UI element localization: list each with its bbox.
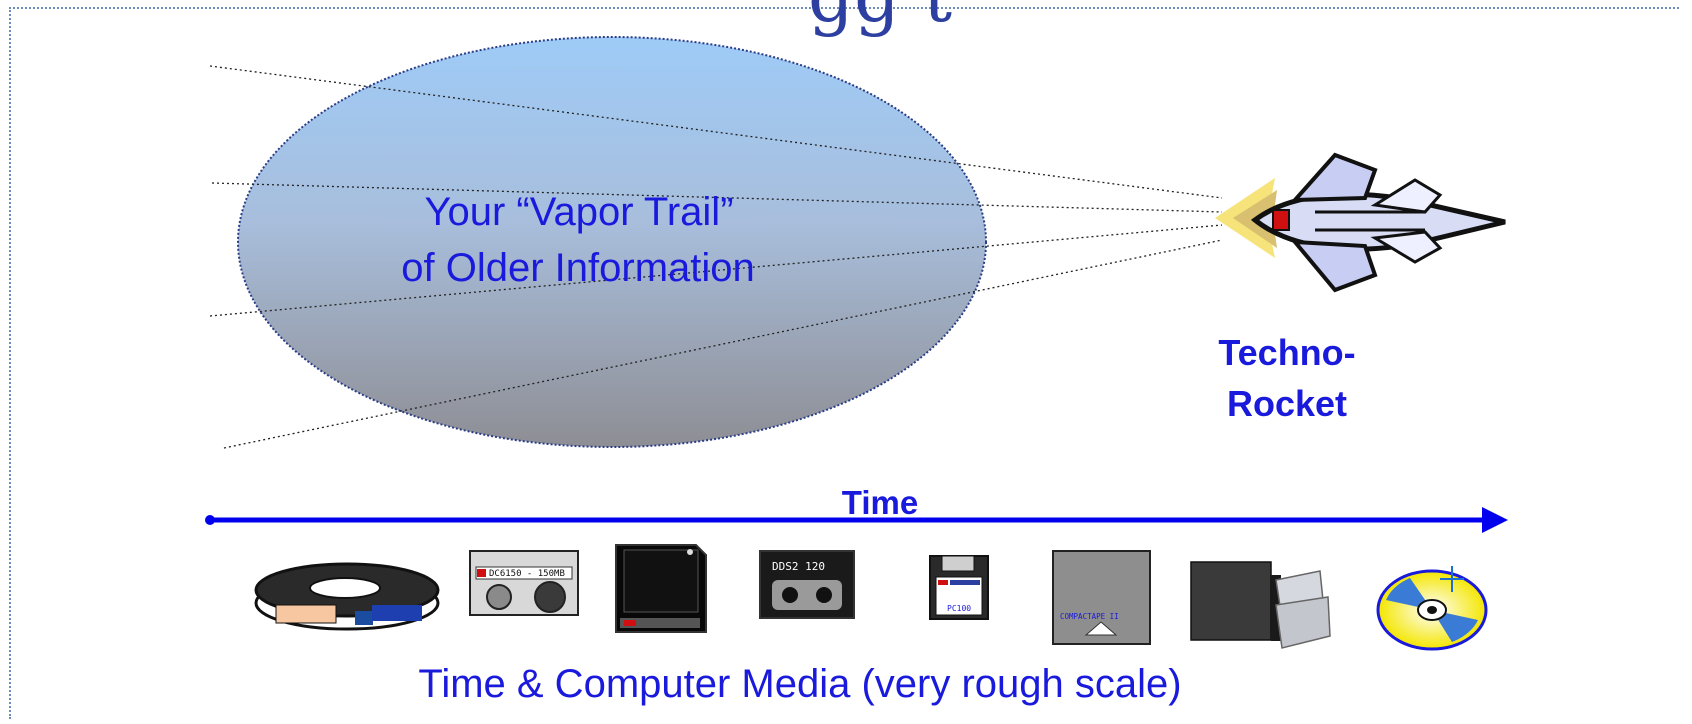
tape-library-icon [1188, 540, 1331, 649]
rocket-label-line-2: Rocket [1226, 383, 1348, 424]
rocket-label-line-1: Techno- [1218, 332, 1356, 373]
time-arrow-head [1482, 507, 1508, 533]
slide-frame [9, 7, 1679, 719]
trail-line-3 [209, 224, 1223, 317]
trail-line-2 [211, 182, 1223, 213]
data-cassette-label: DDS2 120 [772, 560, 825, 573]
open-reel-tape-icon [254, 562, 440, 631]
vapor-trail-line-2: of Older Information [401, 246, 755, 290]
trail-lines [209, 65, 1223, 449]
compact-disc-icon [1376, 566, 1488, 651]
vapor-trail-line-1: Your “Vapor Trail” [424, 190, 734, 234]
time-axis [205, 507, 1508, 533]
rocket-icon [1215, 152, 1506, 293]
compactape-cartridge-label: COMPACTAPE II [1060, 612, 1119, 621]
tape-cartridge-label: DC6150 - 150MB [489, 569, 565, 579]
trail-line-1 [209, 65, 1223, 199]
tape-cartridge-icon: DC6150 - 150MB [469, 550, 579, 616]
black-cartridge-icon [615, 544, 707, 633]
time-axis-label: Time [841, 484, 919, 521]
floppy-disk-icon: PC100 [929, 555, 989, 620]
media-caption: Time & Computer Media (very rough scale) [418, 662, 1182, 706]
vapor-trail-ellipse [237, 36, 987, 448]
floppy-disk-label: PC100 [947, 604, 971, 613]
clipped-title: gg t [640, 0, 1120, 38]
compactape-cartridge-icon: COMPACTAPE II [1052, 550, 1151, 645]
data-cassette-icon: DDS2 120 [759, 550, 855, 619]
